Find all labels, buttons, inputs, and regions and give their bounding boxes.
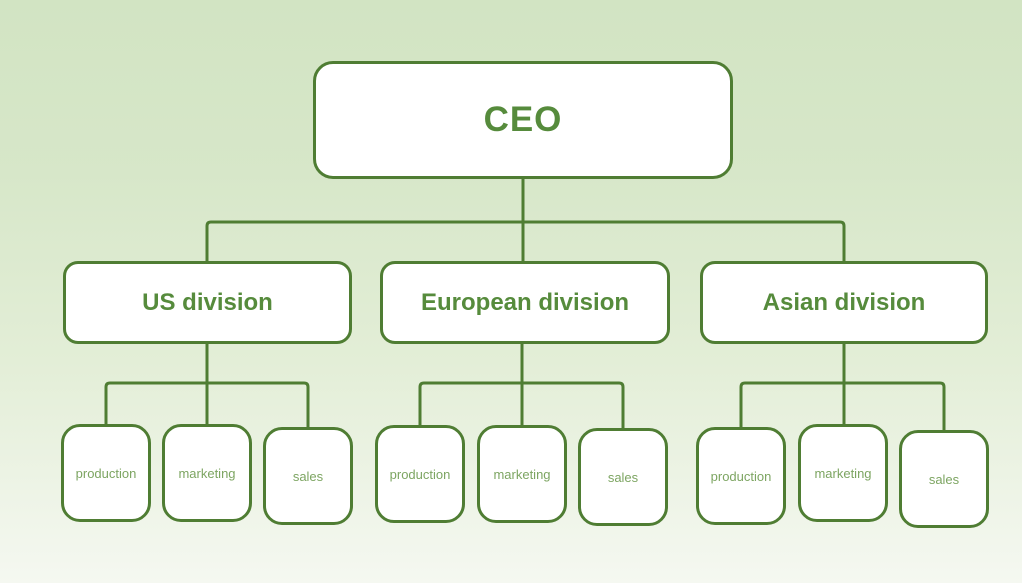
node-european-marketing-label: marketing <box>493 466 551 482</box>
connector-asian-bracket <box>739 381 946 432</box>
node-us-production-label: production <box>75 465 137 481</box>
node-asian-production-label: production <box>710 468 772 484</box>
connector-us-bracket <box>104 381 310 429</box>
node-european-sales-label: sales <box>607 469 639 485</box>
node-asian-production: production <box>696 427 786 525</box>
node-asian-marketing-label: marketing <box>814 465 872 481</box>
node-us-division: US division <box>63 261 352 344</box>
node-european-division-label: European division <box>420 288 630 316</box>
node-european-marketing: marketing <box>477 425 567 523</box>
node-us-division-label: US division <box>142 288 273 316</box>
node-ceo: CEO <box>313 61 733 179</box>
node-us-marketing: marketing <box>162 424 252 522</box>
connector-ceo-bracket <box>205 220 846 262</box>
node-european-production: production <box>375 425 465 523</box>
node-asian-sales-label: sales <box>928 471 960 487</box>
node-european-production-label: production <box>389 466 451 482</box>
node-us-sales: sales <box>263 427 353 525</box>
node-us-sales-label: sales <box>292 468 324 484</box>
node-asian-division: Asian division <box>700 261 988 344</box>
node-us-production: production <box>61 424 151 522</box>
node-us-marketing-label: marketing <box>178 465 236 481</box>
connector-european-bracket <box>418 381 625 430</box>
node-ceo-label: CEO <box>483 100 563 139</box>
node-asian-marketing: marketing <box>798 424 888 522</box>
node-asian-division-label: Asian division <box>762 288 926 316</box>
node-european-sales: sales <box>578 428 668 526</box>
node-asian-sales: sales <box>899 430 989 528</box>
node-european-division: European division <box>380 261 670 344</box>
